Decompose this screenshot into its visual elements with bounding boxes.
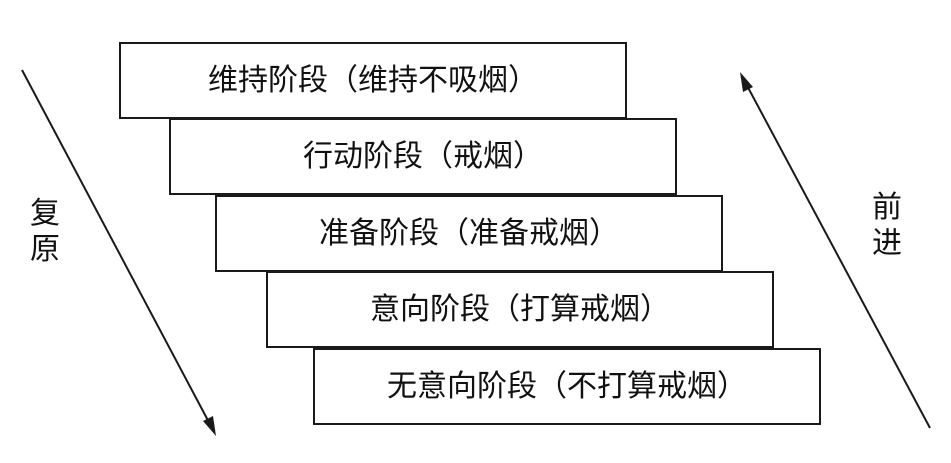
progress-label-char-2: 进 <box>872 226 902 261</box>
stage-label-preparation: 准备阶段（准备戒烟） <box>319 215 619 251</box>
stage-box-action: 行动阶段（戒烟） <box>169 118 677 195</box>
stage-box-contemplation: 意向阶段（打算戒烟） <box>266 271 774 348</box>
stage-label-maintenance: 维持阶段（维持不吸烟） <box>208 62 538 98</box>
progress-label: 前 进 <box>870 190 904 262</box>
stage-box-preparation: 准备阶段（准备戒烟） <box>215 195 723 272</box>
stage-box-maintenance: 维持阶段（维持不吸烟） <box>119 42 627 119</box>
stage-box-precontemplation: 无意向阶段（不打算戒烟） <box>313 348 821 425</box>
progress-label-char-1: 前 <box>872 190 902 225</box>
stage-label-precontemplation: 无意向阶段（不打算戒烟） <box>387 368 747 404</box>
stage-label-contemplation: 意向阶段（打算戒烟） <box>370 291 670 327</box>
stage-label-action: 行动阶段（戒烟） <box>303 138 543 174</box>
relapse-label-char-1: 复 <box>30 196 60 231</box>
relapse-label-char-2: 原 <box>30 232 60 267</box>
relapse-arrow-head <box>203 416 216 436</box>
relapse-label: 复 原 <box>28 196 62 268</box>
progress-arrow-head <box>740 72 753 92</box>
